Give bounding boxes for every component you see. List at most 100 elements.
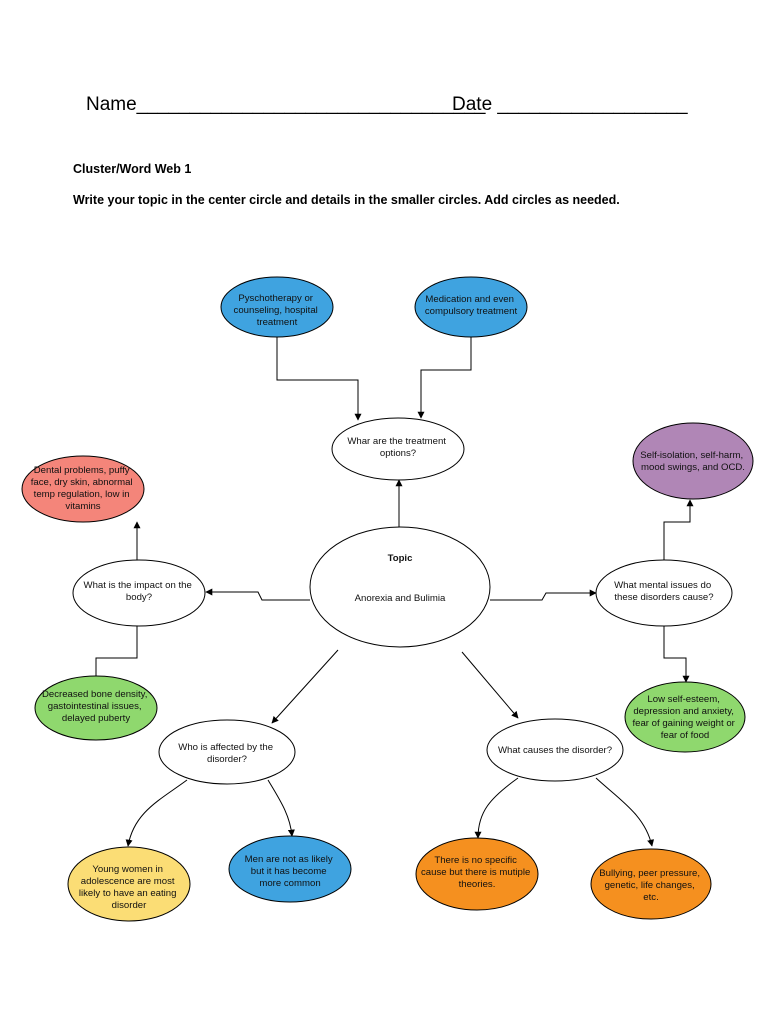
detail-fill [624,681,746,753]
svg-text:Whar are the treatment o: Whar are the treatment options? [347,436,448,459]
detail-fill [220,276,334,338]
connector-mental-detail-2 [663,626,690,683]
detail-mental-2: Low self-esteem, depression and anxiety,… [624,681,746,753]
node-treatment: Whar are the treatment options? [331,417,465,481]
detail-fill [21,455,145,523]
svg-text:Dental problems, puffy f: Dental problems, puffy face, dry skin, a… [31,465,136,512]
detail-fill [632,422,754,500]
connector-impact-detail-2 [95,626,138,676]
detail-text-line: face, dry skin, abnormal [31,477,133,488]
svg-text:Medication and even comp: Medication and even compulsory treatment [425,294,518,317]
detail-text-line: adolescence are most [81,876,175,887]
date-line: Date __________________ [452,94,688,115]
detail-text-line: Young women in [92,864,163,875]
detail-causes-1: There is no specific cause but there is … [415,837,539,911]
node-impact: What is the impact on the body? [72,559,206,627]
detail-text-line: more common [259,878,320,889]
connectors [95,334,694,847]
detail-text-line: Dental problems, puffy [34,465,130,476]
svg-text:Pyschotherapy or counsel: Pyschotherapy or counseling, hospital tr… [234,293,321,328]
detail-text-line: likely to have an eating [79,888,177,899]
node-text-line: Whar are the treatment [347,436,446,447]
svg-text:What causes the disorder?: What causes the disorder? [498,745,612,756]
center-topic-node: Topic Anorexia and Bulimia [309,526,491,648]
svg-text:Bullying, peer pressure,: Bullying, peer pressure, genetic, life c… [599,868,702,903]
detail-text-line: temp regulation, low in [34,489,130,500]
detail-text-line: but it has become [251,866,327,877]
detail-causes-2: Bullying, peer pressure, genetic, life c… [590,848,712,920]
connector-affected-detail-2 [267,779,295,837]
node-mental: What mental issues do these disorders ca… [595,559,733,627]
node-text-line: What causes the disorder? [498,745,612,756]
detail-text-line: Men are not as likely [245,854,333,865]
detail-text-line: Self-isolation, self-harm, [640,450,743,461]
detail-impact-2: Decreased bone density, gastointestinal … [34,675,158,741]
node-affected: Who is affected by the disorder? [158,719,296,785]
detail-text-line: theories. [459,879,496,890]
node-text-line: Who is affected by the [178,742,273,753]
name-line: Name_________________________________ [86,94,486,115]
svg-text:Men are not as likely bu: Men are not as likely but it has become … [245,854,336,889]
detail-text-line: There is no specific [434,855,517,866]
node-text-line: What mental issues do [614,580,711,591]
connector-treatment-detail-1 [276,334,362,421]
node-text-line: these disorders cause? [614,592,713,603]
detail-affected-2: Men are not as likely but it has become … [228,835,352,903]
detail-fill [67,846,191,922]
detail-text-line: cause but there is mutiple [421,867,530,878]
connector-treatment-detail-2 [417,334,472,419]
detail-text-line: fear of gaining weight or [632,718,735,729]
detail-text-line: Decreased bone density, [42,689,147,700]
center-text: Anorexia and Bulimia [355,593,446,604]
detail-fill [228,835,352,903]
detail-fill [590,848,712,920]
detail-text-line: genetic, life changes, [605,880,695,891]
instructions: Write your topic in the center circle an… [73,193,620,207]
detail-fill [34,675,158,741]
detail-mental-1: Self-isolation, self-harm, mood swings, … [632,422,754,500]
connector-center-affected [271,649,339,724]
svg-text:There is no specific cau: There is no specific cause but there is … [421,855,533,890]
detail-text-line: delayed puberty [62,713,130,724]
detail-treatment-1: Pyschotherapy or counseling, hospital tr… [220,276,334,338]
detail-impact-1: Dental problems, puffy face, dry skin, a… [21,455,145,523]
detail-fill [414,276,528,338]
detail-text-line: Medication and even [425,294,514,305]
node-text-line: What is the impact on the [84,580,192,591]
connector-causes-detail-2 [595,777,655,847]
connector-center-mental [490,589,597,601]
detail-text-line: vitamins [65,501,100,512]
connector-mental-detail-1 [663,499,694,560]
connector-causes-detail-1 [474,777,519,839]
page-title: Cluster/Word Web 1 [73,162,192,176]
detail-text-line: Bullying, peer pressure, [599,868,700,879]
svg-text:What is the impact on the: What is the impact on the body? [84,580,195,603]
detail-affected-1: Young women in adolescence are most like… [67,846,191,922]
svg-text:Low self-esteem, depress: Low self-esteem, depression and anxiety,… [632,694,737,741]
detail-text-line: counseling, hospital [234,305,318,316]
detail-text-line: fear of food [661,730,710,741]
connector-center-causes [461,651,519,719]
detail-text-line: depression and anxiety, [633,706,734,717]
connector-center-impact [205,588,310,601]
svg-text:Who is affected by the d: Who is affected by the disorder? [178,742,275,765]
detail-text-line: etc. [643,892,658,903]
node-causes: What causes the disorder? [486,718,624,782]
detail-text-line: gastointestinal issues, [48,701,142,712]
connector-affected-detail-1 [125,779,188,847]
detail-text-line: mood swings, and OCD. [641,462,745,473]
svg-text:Young women in adolescen: Young women in adolescence are most like… [79,864,179,911]
detail-text-line: treatment [257,317,298,328]
detail-text-line: disorder [112,900,147,911]
detail-treatment-2: Medication and even compulsory treatment [414,276,528,338]
detail-fill [415,837,539,911]
detail-text-line: Pyschotherapy or [238,293,313,304]
center-label: Topic [388,553,414,564]
svg-text:What mental issues do th: What mental issues do these disorders ca… [614,580,714,603]
svg-text:Self-isolation, self-harm,: Self-isolation, self-harm, mood swings, … [640,450,746,473]
node-text-line: disorder? [207,754,247,765]
svg-text:Decreased bone density,: Decreased bone density, gastointestinal … [42,689,150,724]
detail-text-line: Low self-esteem, [647,694,720,705]
node-text-line: options? [380,448,416,459]
